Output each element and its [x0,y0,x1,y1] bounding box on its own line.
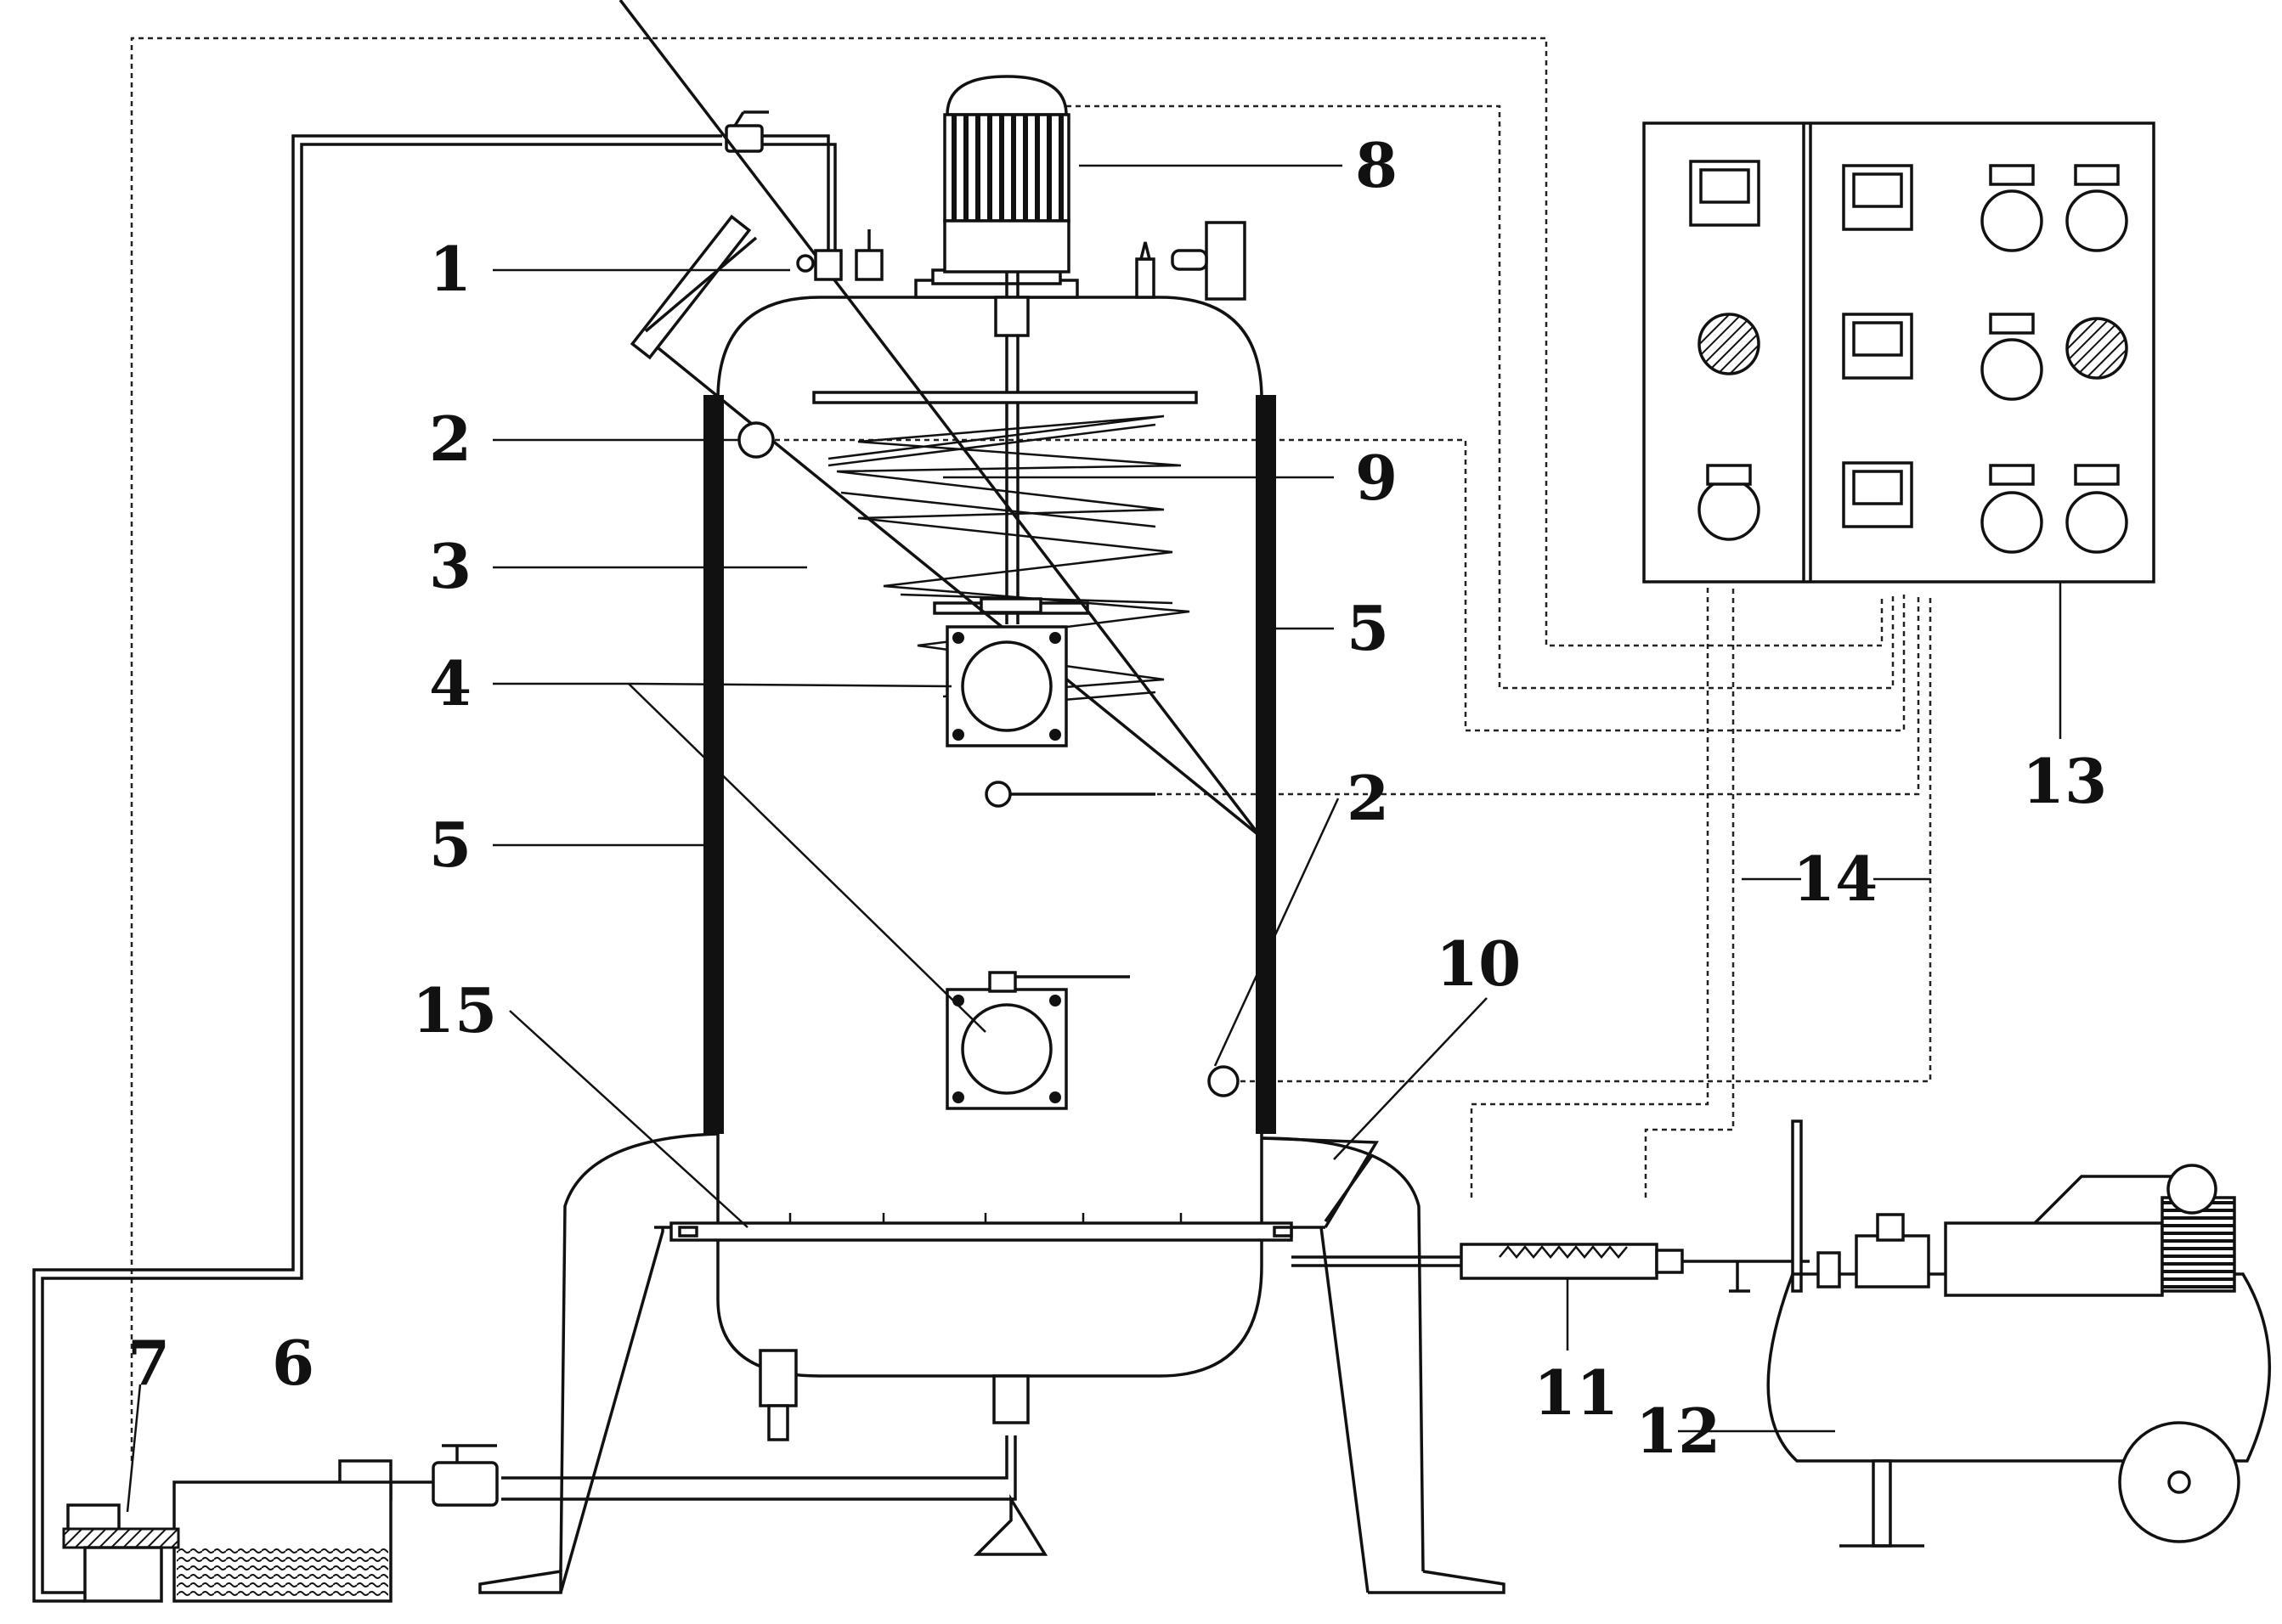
label-1: 1 [429,233,472,305]
label-13: 13 [2022,745,2107,817]
label-9: 9 [1355,442,1398,514]
label-6: 6 [272,1327,314,1399]
label-5-right: 5 [1347,592,1389,664]
motor [943,75,1070,624]
label-2-top: 2 [429,403,472,475]
air-heater [1460,1243,1810,1293]
air-distributor [669,1213,1461,1267]
temperature-sensors [737,421,1240,1097]
piping [32,110,1017,1603]
collection-tank [62,1480,393,1603]
viewing-windows [946,625,1130,1110]
bottom-valves [759,1349,1048,1556]
label-4: 4 [429,647,472,719]
part-labels: 1 2 3 4 5 15 8 9 5 2 10 13 14 11 12 7 6 [127,129,2107,1467]
label-14: 14 [1793,843,1878,915]
label-2-right: 2 [1347,762,1389,834]
display-screen [1689,160,1913,528]
support-stand [478,1132,1505,1594]
reactor-vessel [703,268,1276,1378]
leader-lines [126,164,2062,1513]
signal-lines [130,37,1932,1461]
label-12: 12 [1635,1395,1720,1467]
label-8: 8 [1355,129,1398,201]
top-fittings [1135,221,1246,301]
control-cabinet [1642,121,2155,584]
label-11: 11 [1534,1356,1618,1429]
label-5-left: 5 [429,809,472,881]
label-15: 15 [412,974,497,1046]
agitator [812,391,1198,711]
dial-gauges [1697,164,2128,554]
label-7: 7 [127,1327,170,1399]
label-3: 3 [429,530,472,602]
air-compressor [1766,1119,2271,1548]
label-10: 10 [1436,928,1521,1000]
